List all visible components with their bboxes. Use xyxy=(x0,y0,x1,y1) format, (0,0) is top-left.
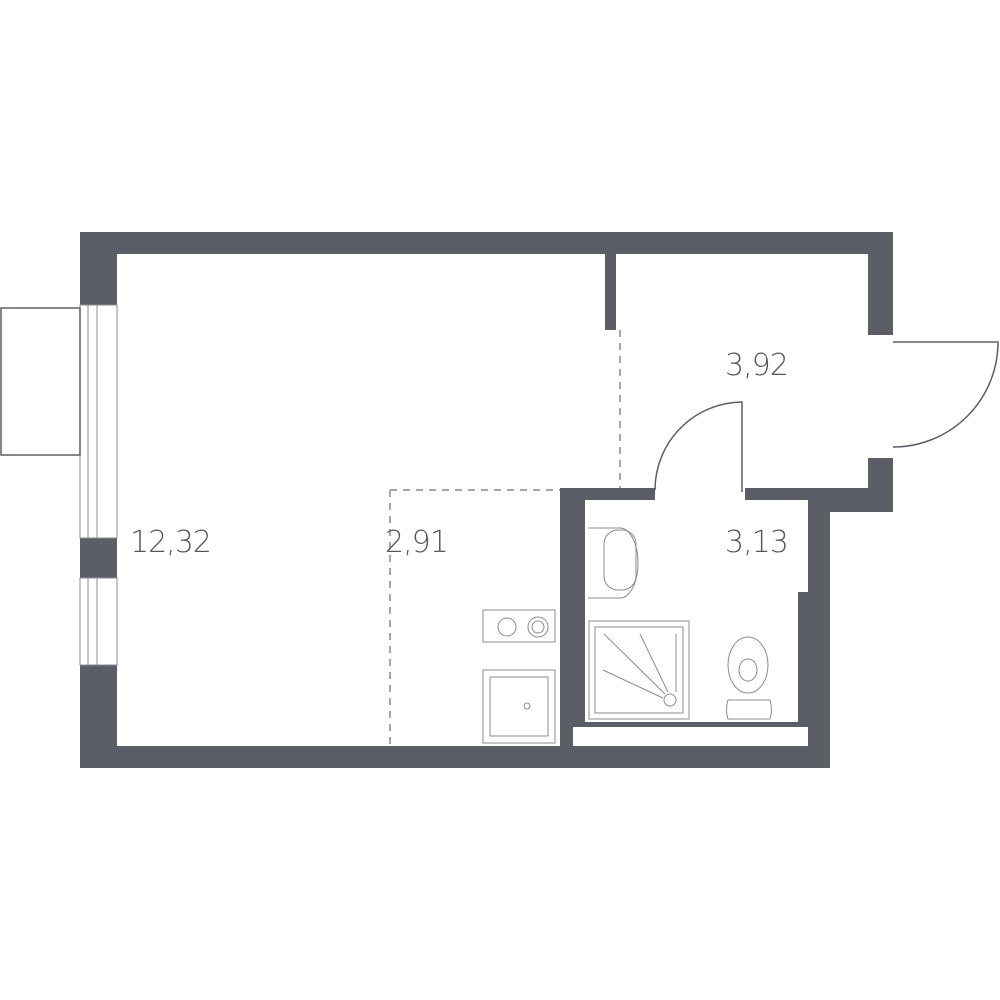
stove-icon xyxy=(482,609,556,643)
balcony xyxy=(0,307,81,456)
bathroom-door-icon xyxy=(654,401,743,492)
entrance-door-icon xyxy=(892,341,999,448)
shower-icon xyxy=(588,620,690,720)
windows xyxy=(79,304,118,666)
washbasin-icon xyxy=(588,527,639,599)
room-area-kitchen: 2,91 xyxy=(385,525,449,560)
walls xyxy=(80,232,893,768)
fixtures xyxy=(482,527,772,744)
doors xyxy=(654,341,999,492)
toilet-icon xyxy=(726,636,772,720)
kitchen-sink-icon xyxy=(482,669,556,744)
zone-dividers xyxy=(389,330,621,746)
room-area-bathroom: 3,13 xyxy=(725,525,789,560)
room-area-hall: 3,92 xyxy=(725,348,789,383)
room-area-living: 12,32 xyxy=(130,525,212,560)
